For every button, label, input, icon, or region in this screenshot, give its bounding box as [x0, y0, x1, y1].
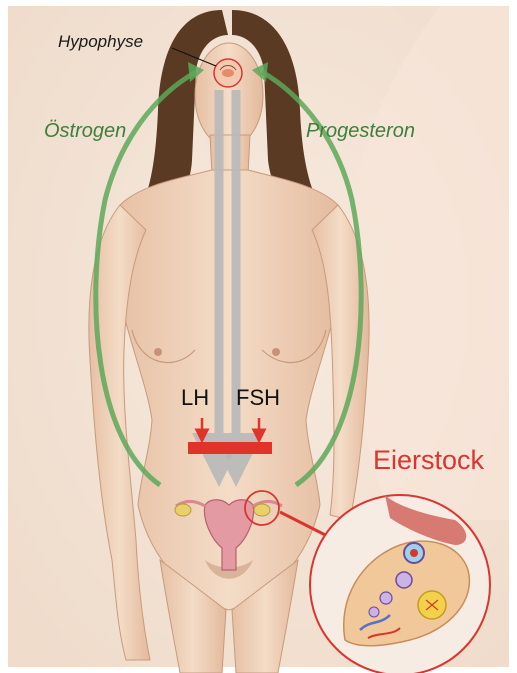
ovary-magnified-icon	[310, 495, 490, 673]
progesteron-label: Progesteron	[306, 120, 415, 143]
eierstock-label: Eierstock	[373, 445, 484, 476]
hypophyse-label: Hypophyse	[58, 32, 143, 52]
fsh-label: FSH	[236, 385, 280, 411]
lh-label: LH	[181, 385, 209, 411]
inhibition-bar	[188, 442, 272, 454]
oestrogen-label: Östrogen	[44, 120, 126, 143]
hypophyse-icon	[214, 59, 242, 87]
